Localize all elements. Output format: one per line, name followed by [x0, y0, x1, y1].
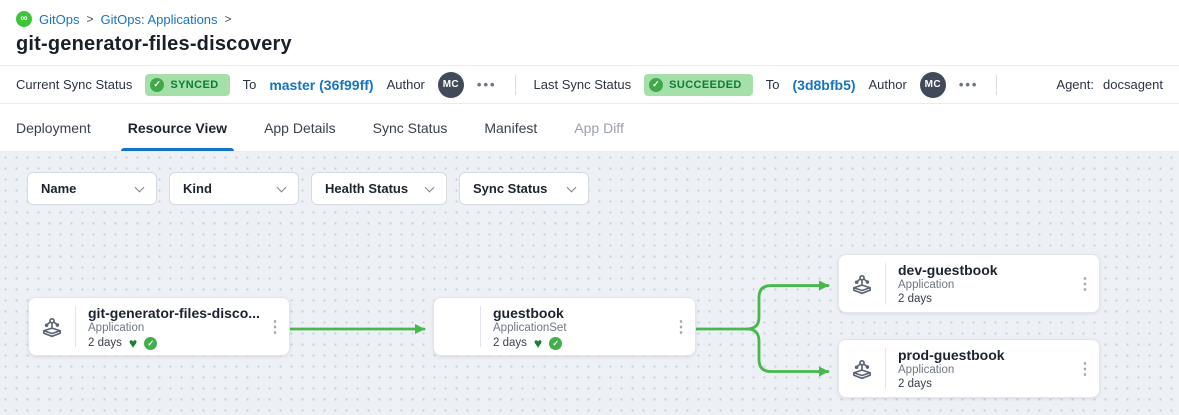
- node-divider: [885, 263, 886, 304]
- node-divider: [480, 306, 481, 347]
- current-sync-status-label: Current Sync Status: [16, 77, 133, 92]
- check-circle-icon: ✓: [649, 77, 664, 92]
- graph-filters: Name Kind Health Status Sync Status: [27, 172, 589, 205]
- filter-kind-dropdown[interactable]: Kind: [169, 172, 299, 205]
- graph-node-root-application[interactable]: git-generator-files-disco... Application…: [28, 297, 290, 356]
- current-sync-to-label: To: [242, 77, 257, 92]
- agent-label: Agent:: [1056, 77, 1094, 92]
- node-menu-button[interactable]: ⋮: [673, 318, 689, 336]
- resource-graph-canvas: Name Kind Health Status Sync Status: [0, 152, 1179, 415]
- filter-sync-status-dropdown[interactable]: Sync Status: [459, 172, 589, 205]
- edge-appset-to-prod: [745, 327, 830, 377]
- node-icon-col: [839, 255, 885, 312]
- node-title: prod-guestbook: [898, 347, 1005, 363]
- node-kind: Application: [88, 322, 145, 334]
- status-bar: Current Sync Status ✓ SYNCED To master (…: [0, 65, 1179, 104]
- status-bar-divider: [996, 74, 998, 95]
- last-sync-author-avatar[interactable]: MC: [919, 71, 946, 98]
- node-title: dev-guestbook: [898, 262, 998, 278]
- current-sync-revision-link[interactable]: master (36f99ff): [269, 76, 374, 93]
- filter-health-status-label: Health Status: [325, 181, 409, 196]
- node-age: 2 days: [493, 337, 527, 349]
- agent-info: Agent: docsagent: [1056, 77, 1163, 92]
- tab-resource-view[interactable]: Resource View: [120, 104, 235, 151]
- node-menu-button[interactable]: ⋮: [1077, 360, 1093, 378]
- last-sync-status-label: Last Sync Status: [533, 77, 632, 92]
- current-sync-status-badge-label: SYNCED: [170, 78, 219, 91]
- health-heart-icon: ♥: [533, 335, 543, 351]
- node-body: guestbook ApplicationSet 2 days ♥ ✓: [481, 298, 667, 355]
- filter-name-label: Name: [41, 181, 77, 196]
- graph-edges: [288, 280, 830, 377]
- breadcrumb-link-gitops[interactable]: GitOps: [39, 11, 80, 27]
- agent-value: docsagent: [1103, 77, 1163, 92]
- node-age: 2 days: [88, 337, 122, 349]
- tab-app-details[interactable]: App Details: [264, 119, 336, 136]
- tab-sync-status[interactable]: Sync Status: [372, 119, 448, 136]
- application-icon: [853, 359, 871, 379]
- node-body: prod-guestbook Application 2 days: [886, 340, 1071, 397]
- last-sync-status-badge-label: SUCCEEDED: [669, 78, 742, 91]
- node-divider: [75, 306, 76, 347]
- last-sync-to-label: To: [765, 77, 780, 92]
- graph-node-prod-guestbook[interactable]: prod-guestbook Application 2 days ⋮: [838, 339, 1100, 398]
- application-icon: [43, 317, 61, 337]
- sync-check-icon: ✓: [144, 336, 158, 350]
- filter-name-dropdown[interactable]: Name: [27, 172, 157, 205]
- filter-kind-label: Kind: [183, 181, 212, 196]
- check-circle-icon: ✓: [150, 77, 165, 92]
- node-divider: [885, 348, 886, 389]
- last-sync-author-label: Author: [868, 77, 907, 92]
- health-heart-icon: ♥: [128, 335, 138, 351]
- current-sync-more-button[interactable]: •••: [476, 77, 497, 92]
- breadcrumb-separator: >: [224, 12, 232, 26]
- tab-app-diff: App Diff: [574, 119, 624, 136]
- node-age: 2 days: [898, 293, 932, 305]
- tab-manifest[interactable]: Manifest: [484, 119, 538, 136]
- node-menu-button[interactable]: ⋮: [1077, 275, 1093, 293]
- filter-sync-status-label: Sync Status: [473, 181, 548, 196]
- page-header: ∞ GitOps > GitOps: Applications > git-ge…: [0, 0, 1179, 65]
- page-title: git-generator-files-discovery: [16, 33, 292, 55]
- node-age: 2 days: [898, 378, 932, 390]
- node-body: dev-guestbook Application 2 days: [886, 255, 1071, 312]
- gitops-logo-icon: ∞: [16, 11, 32, 27]
- status-bar-divider: [514, 74, 516, 95]
- node-icon-col: [839, 340, 885, 397]
- current-sync-author-label: Author: [386, 77, 425, 92]
- node-kind: Application: [898, 279, 955, 291]
- node-body: git-generator-files-disco... Application…: [76, 298, 261, 355]
- graph-node-dev-guestbook[interactable]: dev-guestbook Application 2 days ⋮: [838, 254, 1100, 313]
- application-icon: [853, 274, 871, 294]
- last-sync-more-button[interactable]: •••: [958, 77, 979, 92]
- node-menu-button[interactable]: ⋮: [267, 318, 283, 336]
- last-sync-status-badge: ✓ SUCCEEDED: [644, 73, 753, 96]
- node-icon-col: [434, 298, 480, 355]
- edge-appset-to-dev: [745, 280, 830, 331]
- node-title: git-generator-files-disco...: [88, 305, 260, 321]
- current-sync-author-avatar[interactable]: MC: [437, 71, 464, 98]
- node-icon-col: [29, 298, 75, 355]
- node-kind: Application: [898, 364, 955, 376]
- last-sync-revision-link[interactable]: (3d8bfb5): [792, 76, 856, 93]
- node-title: guestbook: [493, 305, 564, 321]
- sync-check-icon: ✓: [549, 336, 563, 350]
- graph-node-applicationset[interactable]: guestbook ApplicationSet 2 days ♥ ✓ ⋮: [433, 297, 696, 356]
- breadcrumb-link-applications[interactable]: GitOps: Applications: [100, 11, 218, 27]
- tab-bar: Deployment Resource View App Details Syn…: [0, 104, 1179, 152]
- breadcrumb-separator: >: [86, 12, 94, 26]
- node-kind: ApplicationSet: [493, 322, 567, 334]
- filter-health-status-dropdown[interactable]: Health Status: [311, 172, 447, 205]
- tab-deployment[interactable]: Deployment: [16, 119, 91, 136]
- current-sync-status-badge: ✓ SYNCED: [145, 73, 230, 96]
- breadcrumb: ∞ GitOps > GitOps: Applications >: [16, 11, 1163, 27]
